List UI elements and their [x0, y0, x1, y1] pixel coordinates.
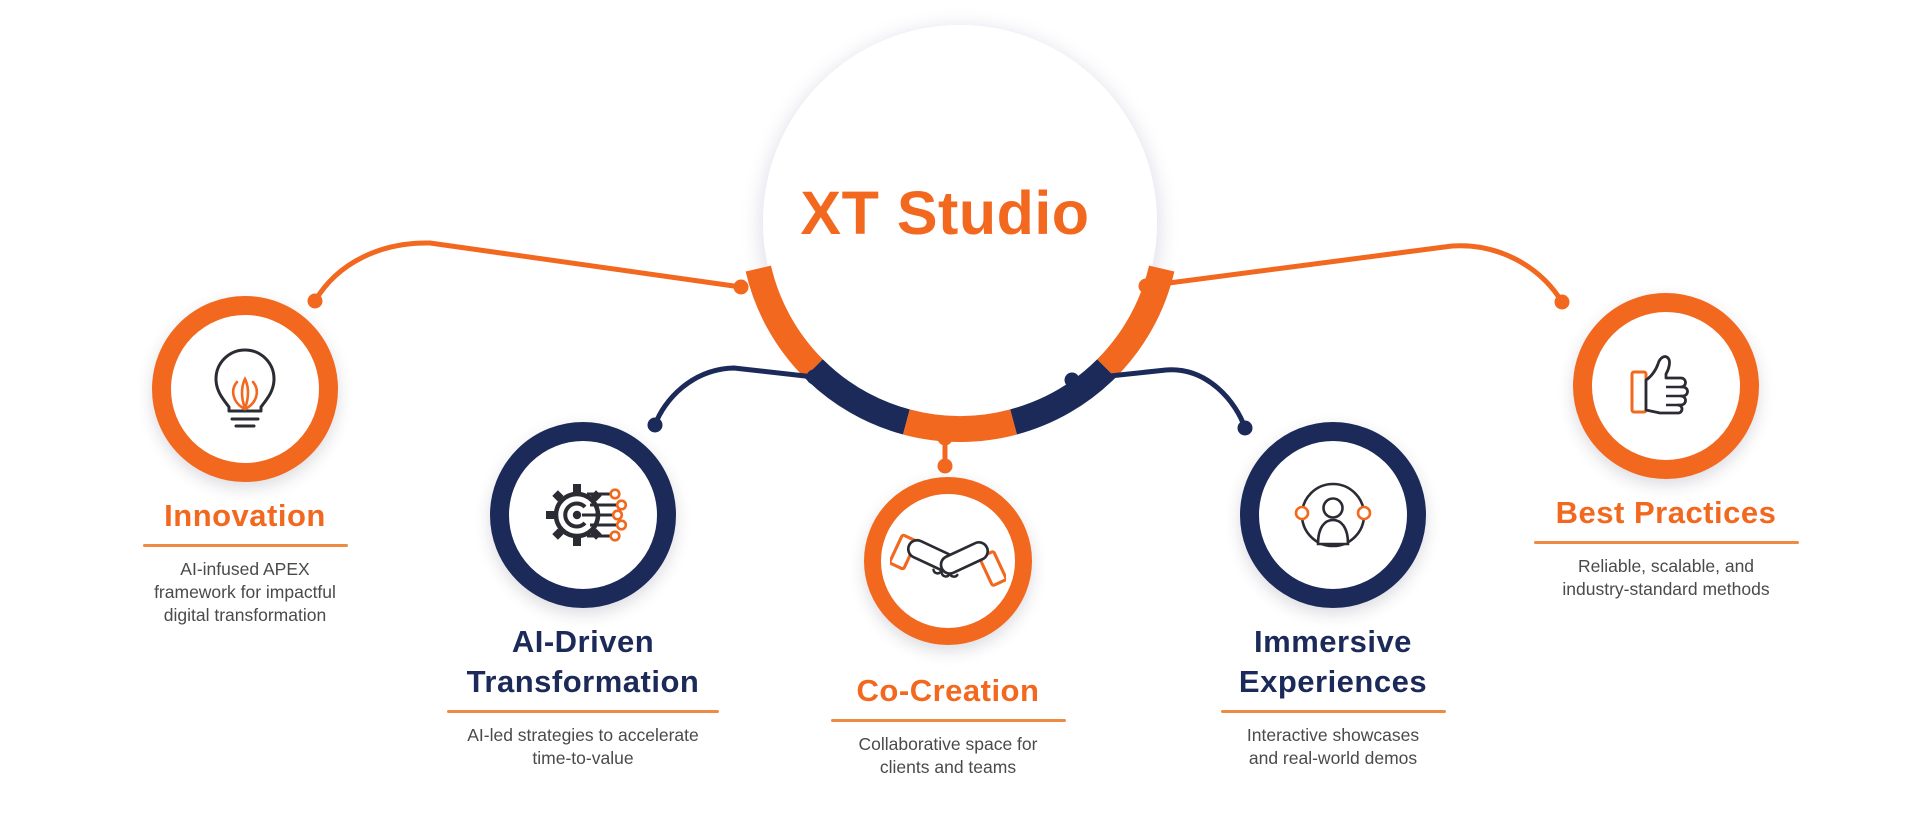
- connector-co-creation: [937, 430, 953, 474]
- title-underline: [1533, 541, 1799, 544]
- node-description: AI-infused APEX framework for impactful …: [154, 559, 336, 625]
- title-underline: [447, 710, 719, 713]
- node-title: Co-Creation: [856, 673, 1040, 708]
- node-best-practices: Best Practices Reliable, scalable, and i…: [1506, 293, 1826, 601]
- node-title: Immersive Experiences: [1238, 624, 1428, 699]
- ai-driven-ring: [490, 422, 676, 608]
- node-ai-driven-transformation: AI-Driven Transformation AI-led strategi…: [423, 422, 743, 770]
- node-title: Best Practices: [1555, 495, 1777, 530]
- center-title: XT Studio: [800, 179, 1090, 247]
- center-circle: [763, 25, 1157, 419]
- innovation-ring: [152, 296, 338, 482]
- title-underline: [142, 544, 348, 547]
- co-creation-ring: [864, 477, 1032, 645]
- connector-immersive: [1064, 367, 1253, 436]
- handshake-icon: [890, 533, 1006, 587]
- node-co-creation: Co-Creation Collaborative space for clie…: [788, 477, 1108, 779]
- gear-circuit-icon: [546, 484, 628, 546]
- lightbulb-icon: [214, 348, 276, 428]
- connector-ai-driven: [647, 365, 822, 433]
- immersive-ring: [1240, 422, 1426, 608]
- best-practices-ring: [1573, 293, 1759, 479]
- node-innovation: Innovation AI-infused APEX framework for…: [85, 296, 405, 627]
- node-description: Reliable, scalable, and industry-standar…: [1562, 556, 1770, 599]
- connector-best-practices: [1138, 243, 1570, 310]
- node-immersive-experiences: Immersive Experiences Interactive showca…: [1173, 422, 1493, 770]
- person-vr-icon: [1294, 482, 1372, 548]
- node-description: AI-led strategies to accelerate time-to-…: [467, 725, 699, 768]
- node-title: AI-Driven Transformation: [466, 624, 700, 699]
- connector-innovation: [307, 240, 749, 309]
- thumbs-up-icon: [1630, 355, 1689, 415]
- title-underline: [1220, 710, 1446, 713]
- node-title: Innovation: [164, 498, 326, 533]
- node-description: Collaborative space for clients and team…: [858, 734, 1038, 777]
- node-description: Interactive showcases and real-world dem…: [1246, 725, 1420, 768]
- title-underline: [830, 719, 1066, 722]
